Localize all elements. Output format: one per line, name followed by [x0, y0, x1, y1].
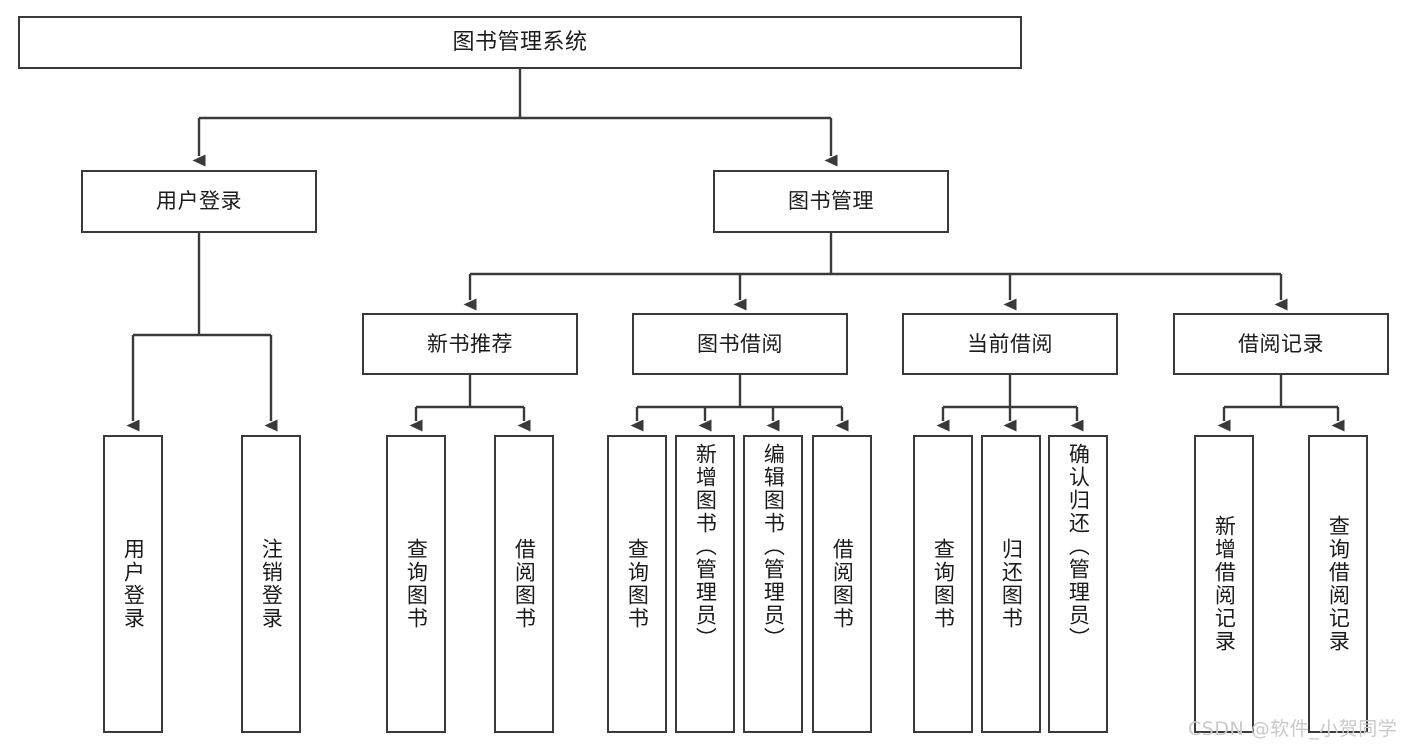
- leaf-logout[interactable]: 注销登录: [241, 435, 301, 733]
- leaf-query-book-current[interactable]: 查询图书: [913, 435, 973, 733]
- node-label: 图书管理系统: [452, 29, 588, 55]
- node-label: 查询借阅记录: [1326, 515, 1351, 653]
- leaf-borrow-book[interactable]: 借阅图书: [812, 435, 872, 733]
- node-label: 借阅图书: [830, 538, 855, 630]
- node-label: 查询图书: [404, 538, 429, 630]
- node-label: 用户登录: [156, 189, 242, 214]
- node-label: 查询图书: [931, 538, 956, 630]
- node-label: 新增图书（管理员）: [693, 443, 718, 650]
- leaf-query-book-new[interactable]: 查询图书: [386, 435, 446, 733]
- node-label: 图书管理: [788, 189, 874, 214]
- node-label: 归还图书: [999, 538, 1024, 630]
- node-label: 新增借阅记录: [1212, 515, 1237, 653]
- leaf-user-login[interactable]: 用户登录: [103, 435, 163, 733]
- node-label: 查询图书: [625, 538, 650, 630]
- leaf-return-book[interactable]: 归还图书: [981, 435, 1041, 733]
- node-label: 注销登录: [259, 538, 284, 630]
- node-label: 新书推荐: [427, 331, 513, 356]
- node-label: 用户登录: [121, 538, 146, 630]
- node-user-login[interactable]: 用户登录: [81, 170, 317, 233]
- node-label: 借阅图书: [512, 538, 537, 630]
- leaf-confirm-return-admin[interactable]: 确认归还（管理员）: [1048, 435, 1108, 733]
- node-label: 图书借阅: [697, 331, 783, 356]
- node-label: 确认归还（管理员）: [1066, 443, 1091, 650]
- csdn-watermark: CSDN @软件_小贺同学: [1188, 718, 1398, 740]
- leaf-query-book-borrow[interactable]: 查询图书: [607, 435, 667, 733]
- leaf-borrow-book-new[interactable]: 借阅图书: [494, 435, 554, 733]
- node-book-borrow[interactable]: 图书借阅: [632, 313, 848, 375]
- node-label: 编辑图书（管理员）: [761, 443, 786, 650]
- node-current-borrow[interactable]: 当前借阅: [902, 313, 1118, 375]
- leaf-add-book-admin[interactable]: 新增图书（管理员）: [675, 435, 735, 733]
- node-new-book-recommend[interactable]: 新书推荐: [362, 313, 578, 375]
- node-root-system[interactable]: 图书管理系统: [18, 16, 1022, 69]
- node-label: 当前借阅: [967, 331, 1053, 356]
- leaf-query-borrow-record[interactable]: 查询借阅记录: [1308, 435, 1368, 733]
- leaf-add-borrow-record[interactable]: 新增借阅记录: [1194, 435, 1254, 733]
- node-borrow-record[interactable]: 借阅记录: [1173, 313, 1389, 375]
- node-label: 借阅记录: [1238, 331, 1324, 356]
- leaf-edit-book-admin[interactable]: 编辑图书（管理员）: [743, 435, 803, 733]
- node-book-management[interactable]: 图书管理: [713, 170, 949, 233]
